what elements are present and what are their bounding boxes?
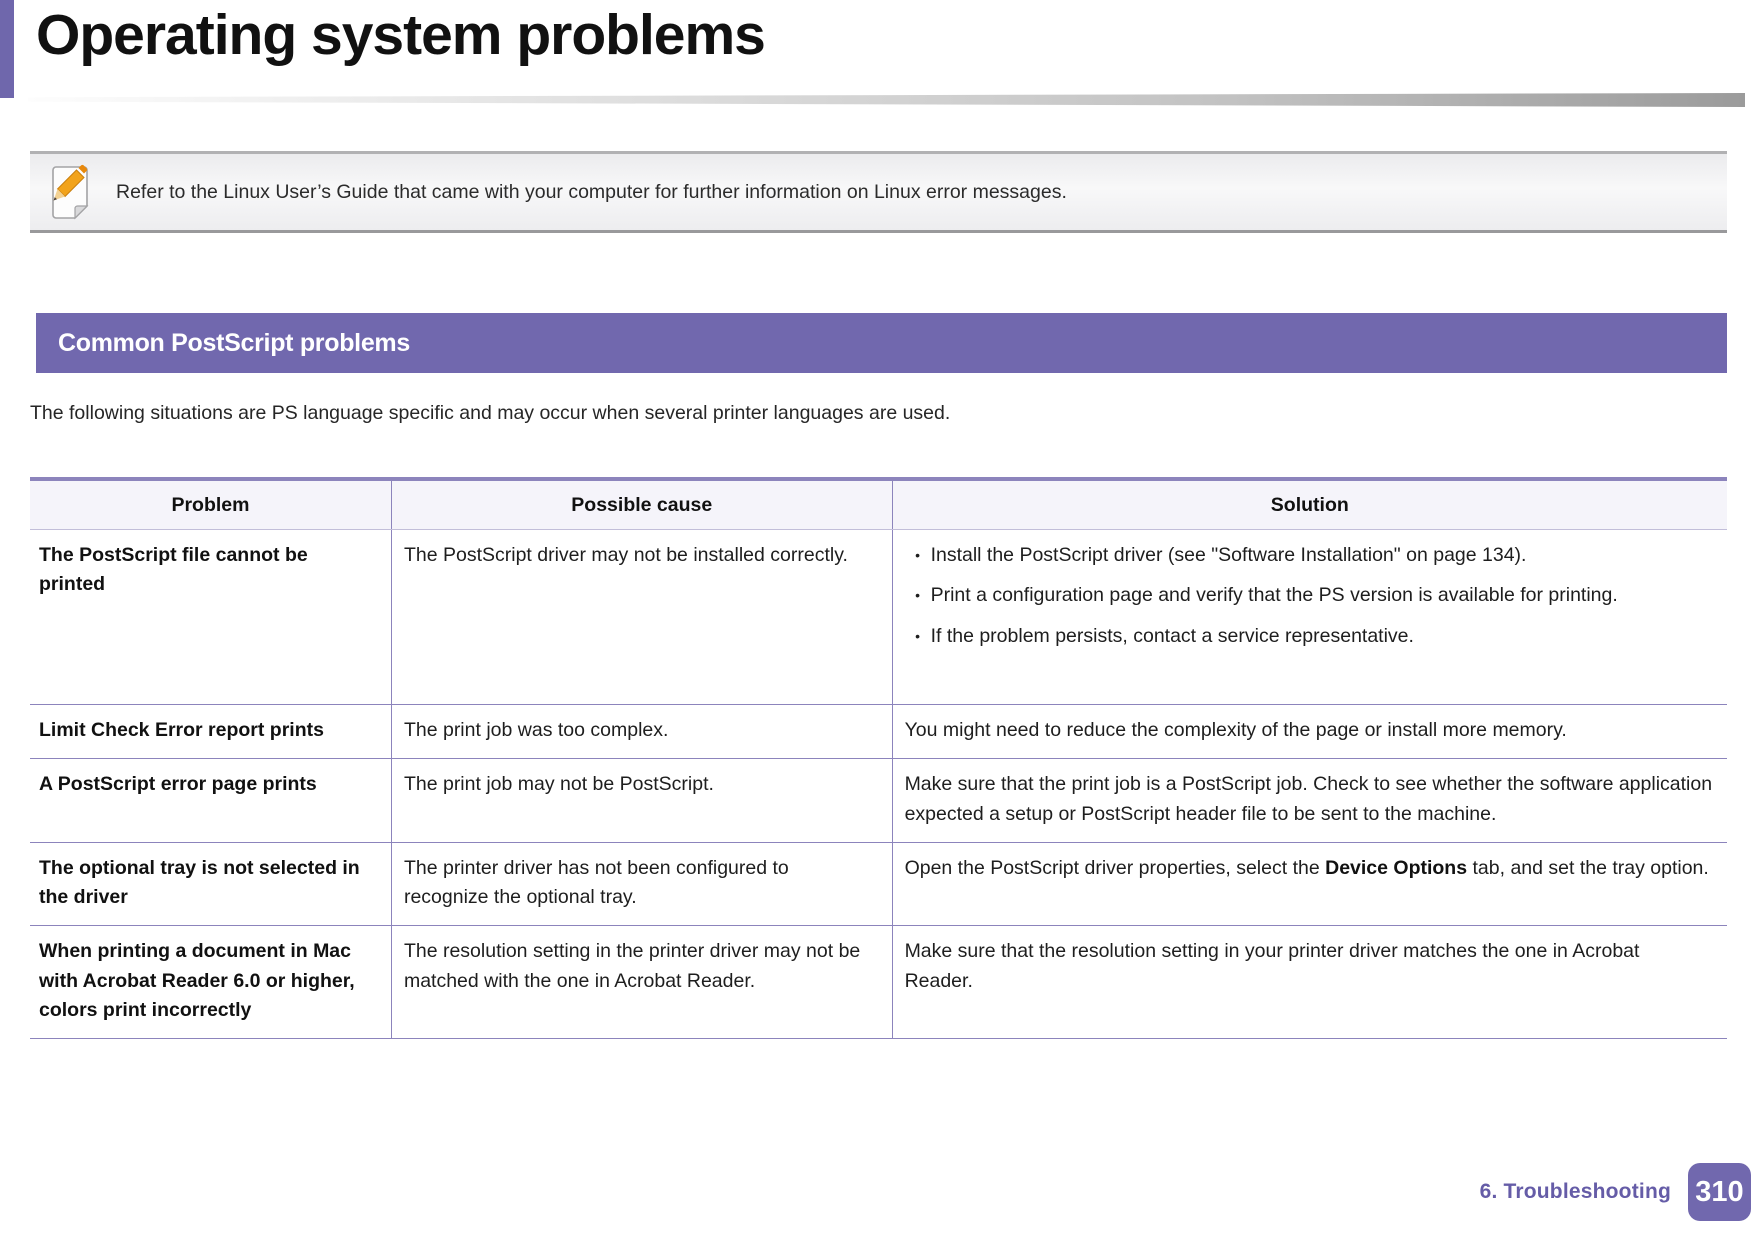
solution-bullet: If the problem persists, contact a servi… bbox=[905, 622, 1713, 651]
cell-solution: Make sure that the resolution setting in… bbox=[891, 925, 1727, 1039]
table-row: When printing a document in Mac with Acr… bbox=[30, 925, 1727, 1039]
postscript-problems-table: Problem Possible cause Solution The Post… bbox=[30, 477, 1727, 1039]
footer-chapter-label: 6. Troubleshooting bbox=[1479, 1180, 1671, 1203]
cell-solution: You might need to reduce the complexity … bbox=[891, 703, 1727, 759]
note-box: Refer to the Linux User’s Guide that cam… bbox=[30, 151, 1727, 233]
note-pencil-icon bbox=[52, 164, 89, 220]
column-header-problem: Problem bbox=[30, 479, 392, 530]
device-options-label: Device Options bbox=[1325, 856, 1468, 879]
cell-cause: The resolution setting in the printer dr… bbox=[390, 925, 893, 1039]
cell-solution: Install the PostScript driver (see "Soft… bbox=[891, 529, 1727, 705]
column-header-solution: Solution bbox=[891, 479, 1727, 530]
cell-problem: The optional tray is not selected in the… bbox=[30, 841, 392, 926]
cell-problem: A PostScript error page prints bbox=[30, 758, 392, 843]
solution-bullet: Install the PostScript driver (see "Soft… bbox=[905, 541, 1713, 570]
section-banner: Common PostScript problems bbox=[36, 313, 1727, 373]
cell-solution: Open the PostScript driver properties, s… bbox=[891, 841, 1727, 926]
cell-cause: The print job was too complex. bbox=[390, 703, 893, 759]
page-footer: 6. Troubleshooting 310 bbox=[1480, 1163, 1751, 1221]
section-heading: Common PostScript problems bbox=[58, 328, 410, 357]
note-text: Refer to the Linux User’s Guide that cam… bbox=[116, 180, 1067, 203]
table-row: The PostScript file cannot be printed Th… bbox=[30, 529, 1727, 705]
page-title: Operating system problems bbox=[36, 3, 766, 67]
section-intro: The following situations are PS language… bbox=[30, 402, 951, 424]
left-accent-bar bbox=[0, 0, 14, 98]
cell-cause: The printer driver has not been configur… bbox=[390, 841, 893, 926]
column-header-cause: Possible cause bbox=[390, 479, 893, 530]
cell-cause: The PostScript driver may not be install… bbox=[390, 529, 893, 705]
cell-cause: The print job may not be PostScript. bbox=[390, 758, 893, 843]
table-row: Limit Check Error report prints The prin… bbox=[30, 703, 1727, 759]
table-row: The optional tray is not selected in the… bbox=[30, 841, 1727, 926]
solution-bullet: Print a configuration page and verify th… bbox=[905, 581, 1713, 610]
cell-problem: The PostScript file cannot be printed bbox=[39, 544, 308, 596]
table-header-row: Problem Possible cause Solution bbox=[30, 479, 1727, 530]
cell-problem: When printing a document in Mac with Acr… bbox=[30, 925, 392, 1039]
cell-problem: Limit Check Error report prints bbox=[30, 703, 392, 759]
table-row: A PostScript error page prints The print… bbox=[30, 758, 1727, 843]
cell-solution: Make sure that the print job is a PostSc… bbox=[891, 758, 1727, 843]
title-divider bbox=[28, 93, 1745, 107]
page-number-badge: 310 bbox=[1688, 1163, 1751, 1221]
